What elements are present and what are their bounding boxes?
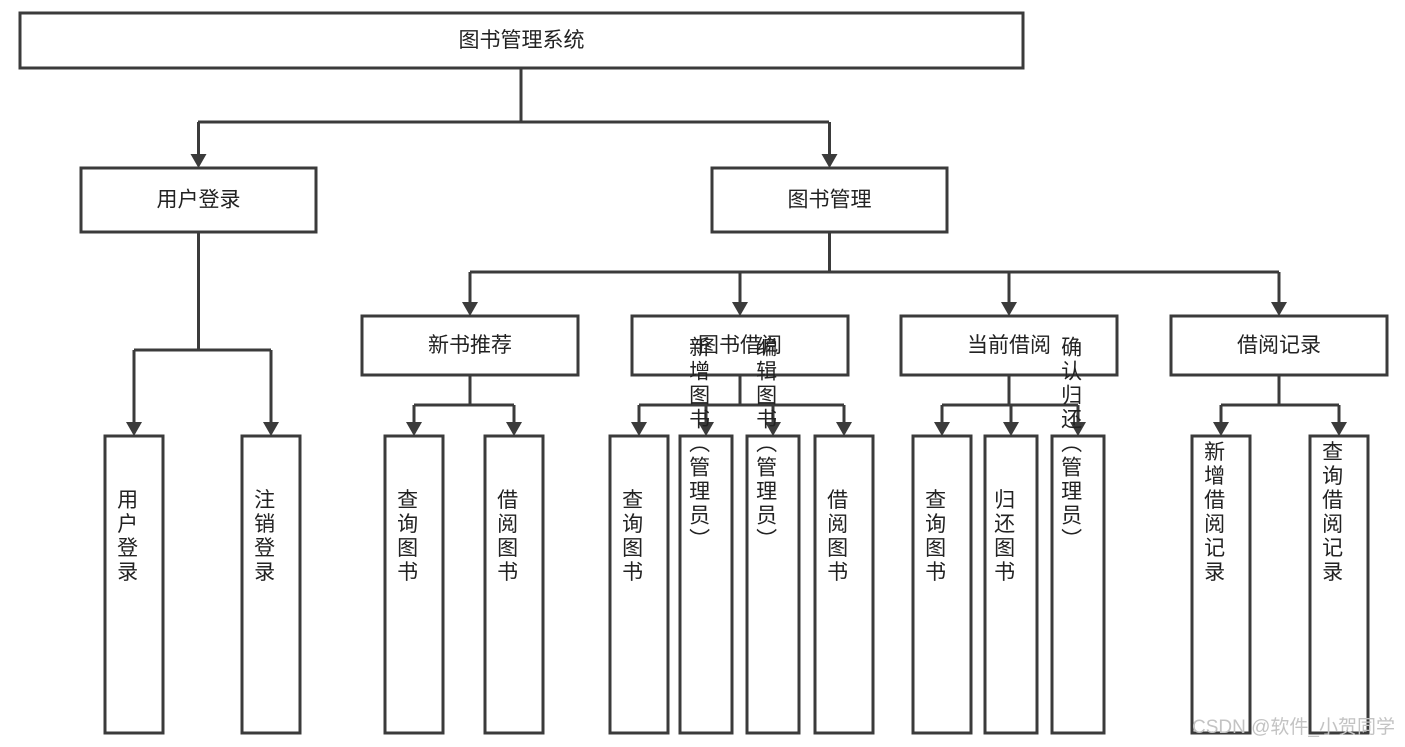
node-label-leaf-query-borrow-record: 查询借阅记录 bbox=[1320, 441, 1344, 585]
node-user-login[interactable]: 用户登录 bbox=[79, 166, 318, 234]
node-label-leaf-borrow-book-recommend: 借阅图书 bbox=[495, 489, 519, 585]
node-box-leaf-logout bbox=[240, 434, 302, 735]
node-box-user-login bbox=[79, 166, 318, 234]
node-leaf-return-book[interactable]: 归还图书 bbox=[983, 434, 1039, 735]
node-box-current-borrow bbox=[899, 314, 1119, 377]
node-label-user-login: 用户登录 bbox=[157, 189, 241, 212]
node-leaf-query-borrow-record[interactable]: 查询借阅记录 bbox=[1308, 434, 1370, 735]
node-box-leaf-user-login bbox=[103, 434, 165, 735]
node-new-book-recommend[interactable]: 新书推荐 bbox=[360, 314, 580, 377]
node-label-leaf-user-login: 用户登录 bbox=[115, 489, 139, 585]
node-leaf-query-book-current[interactable]: 查询图书 bbox=[911, 434, 973, 735]
node-label-leaf-return-book: 归还图书 bbox=[992, 489, 1016, 585]
node-box-leaf-borrow-book-recommend bbox=[483, 434, 545, 735]
node-current-borrow[interactable]: 当前借阅 bbox=[899, 314, 1119, 377]
node-box-leaf-edit-book bbox=[745, 434, 801, 735]
node-label-leaf-add-book: 新增图书（管理员） bbox=[687, 336, 711, 552]
node-box-book-management bbox=[710, 166, 949, 234]
node-label-leaf-borrow-book: 借阅图书 bbox=[825, 489, 849, 585]
node-leaf-edit-book[interactable]: 编辑图书（管理员） bbox=[745, 336, 801, 735]
node-box-leaf-add-borrow-record bbox=[1190, 434, 1252, 735]
node-label-leaf-logout: 注销登录 bbox=[252, 489, 276, 585]
node-box-leaf-query-book-current bbox=[911, 434, 973, 735]
connector-layer bbox=[126, 68, 1347, 436]
node-label-root: 图书管理系统 bbox=[459, 29, 585, 52]
node-leaf-confirm-return[interactable]: 确认归还（管理员） bbox=[1050, 336, 1106, 735]
node-leaf-add-book[interactable]: 新增图书（管理员） bbox=[678, 336, 734, 735]
node-box-new-book-recommend bbox=[360, 314, 580, 377]
node-box-book-borrow bbox=[630, 314, 850, 377]
node-box-leaf-query-book-recommend bbox=[383, 434, 445, 735]
node-box-leaf-query-borrow-record bbox=[1308, 434, 1370, 735]
node-label-new-book-recommend: 新书推荐 bbox=[428, 334, 512, 357]
node-label-leaf-edit-book: 编辑图书（管理员） bbox=[754, 336, 778, 552]
node-leaf-add-borrow-record[interactable]: 新增借阅记录 bbox=[1190, 434, 1252, 735]
node-layer: 图书管理系统用户登录图书管理新书推荐图书借阅当前借阅借阅记录用户登录注销登录查询… bbox=[18, 11, 1389, 735]
node-label-leaf-query-book-recommend: 查询图书 bbox=[395, 489, 419, 585]
node-label-leaf-query-book-borrow: 查询图书 bbox=[620, 489, 644, 585]
node-box-borrow-record bbox=[1169, 314, 1389, 377]
csdn-watermark: CSDN @软件_小贺同学 bbox=[1192, 716, 1395, 738]
node-leaf-query-book-recommend[interactable]: 查询图书 bbox=[383, 434, 445, 735]
node-label-leaf-query-book-current: 查询图书 bbox=[923, 489, 947, 585]
node-book-borrow[interactable]: 图书借阅 bbox=[630, 314, 850, 377]
node-box-leaf-borrow-book bbox=[813, 434, 875, 735]
node-label-book-management: 图书管理 bbox=[788, 189, 872, 212]
node-box-leaf-return-book bbox=[983, 434, 1039, 735]
node-label-borrow-record: 借阅记录 bbox=[1237, 334, 1321, 357]
node-leaf-borrow-book-recommend[interactable]: 借阅图书 bbox=[483, 434, 545, 735]
node-leaf-query-book-borrow[interactable]: 查询图书 bbox=[608, 434, 670, 735]
node-borrow-record[interactable]: 借阅记录 bbox=[1169, 314, 1389, 377]
node-leaf-borrow-book[interactable]: 借阅图书 bbox=[813, 434, 875, 735]
node-label-current-borrow: 当前借阅 bbox=[967, 334, 1051, 357]
node-box-leaf-query-book-borrow bbox=[608, 434, 670, 735]
node-label-leaf-add-borrow-record: 新增借阅记录 bbox=[1202, 441, 1226, 585]
node-label-leaf-confirm-return: 确认归还（管理员） bbox=[1059, 336, 1083, 552]
node-book-management[interactable]: 图书管理 bbox=[710, 166, 949, 234]
node-root[interactable]: 图书管理系统 bbox=[18, 11, 1025, 70]
node-box-leaf-confirm-return bbox=[1050, 434, 1106, 735]
node-box-root bbox=[18, 11, 1025, 70]
node-leaf-logout[interactable]: 注销登录 bbox=[240, 434, 302, 735]
node-label-book-borrow: 图书借阅 bbox=[698, 334, 782, 357]
node-leaf-user-login[interactable]: 用户登录 bbox=[103, 434, 165, 735]
node-box-leaf-add-book bbox=[678, 434, 734, 735]
